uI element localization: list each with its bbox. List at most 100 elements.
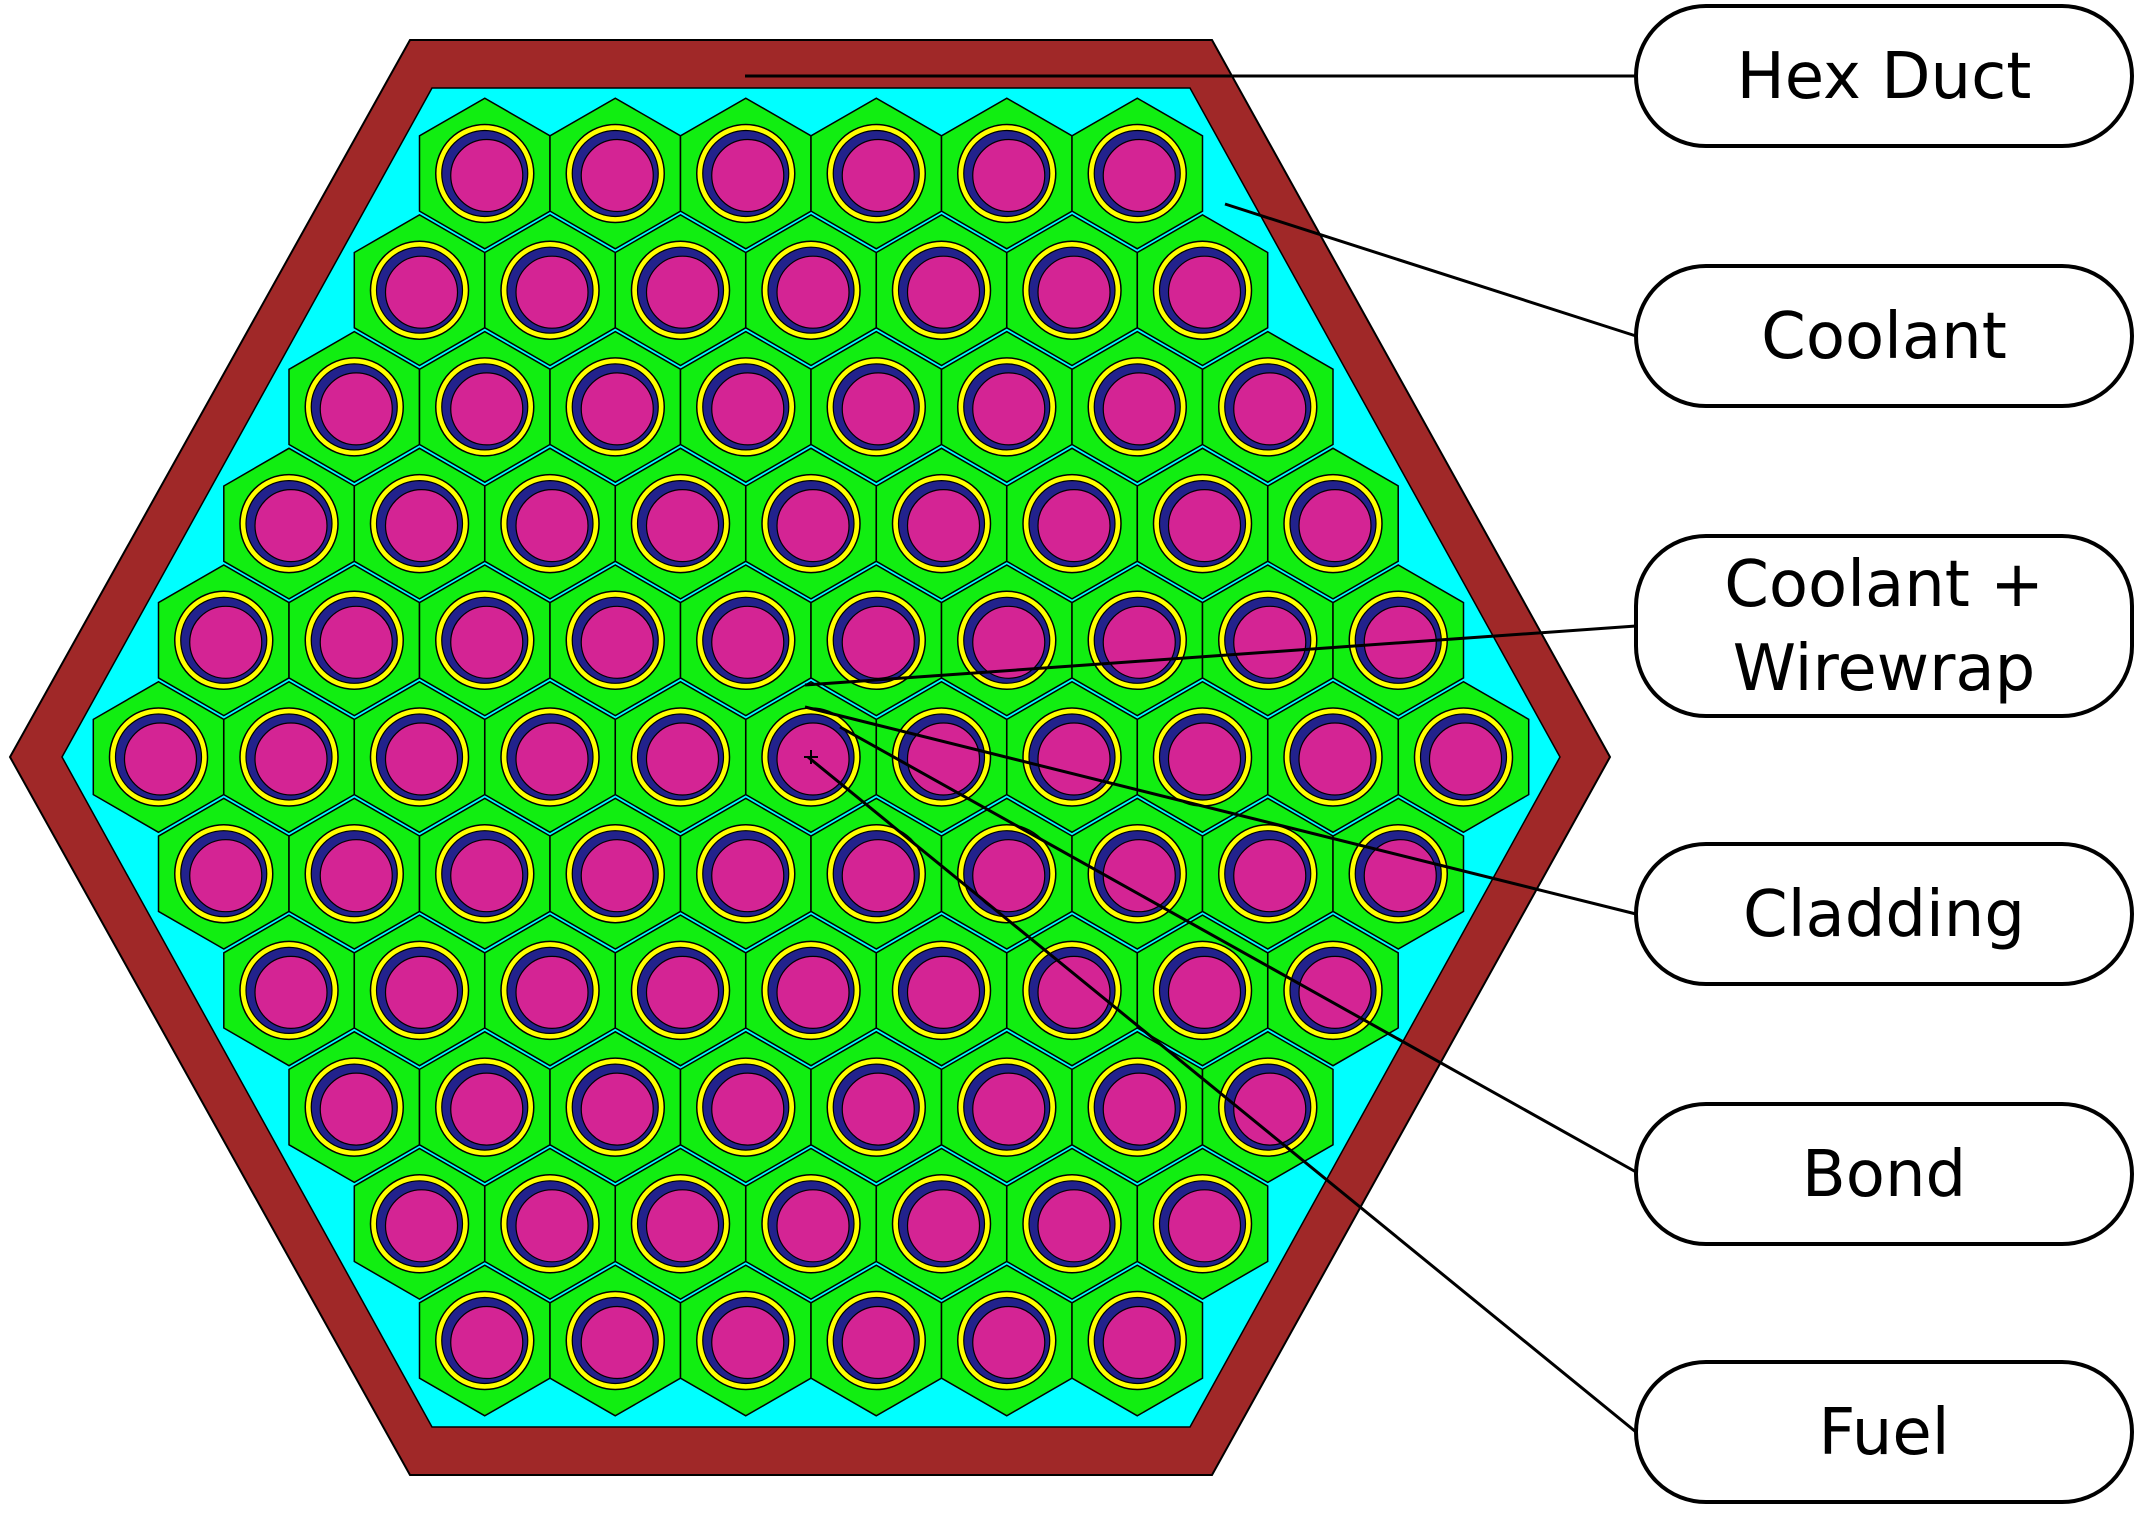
- fuel-pellet: [1037, 722, 1111, 796]
- fuel-callout-box: [1634, 1360, 2134, 1504]
- fuel-pin: [826, 1057, 926, 1157]
- coolant-wirewrap-label-line-1: Coolant +: [1724, 548, 2044, 622]
- fuel-pellet: [645, 488, 720, 563]
- fuel-pellet: [580, 605, 654, 679]
- fuel-pellet: [776, 1189, 850, 1263]
- fuel-pin: [1283, 940, 1383, 1041]
- fuel-pellet: [1037, 1189, 1111, 1263]
- fuel-pin: [174, 823, 274, 924]
- fuel-pin: [369, 940, 470, 1041]
- fuel-pin: [369, 473, 470, 574]
- fuel-pin: [1022, 1174, 1122, 1274]
- fuel-pin: [1218, 590, 1318, 691]
- fuel-pin: [369, 707, 470, 807]
- fuel-pin: [891, 940, 992, 1041]
- fuel-pin: [304, 1057, 404, 1157]
- cladding-callout-box: [1634, 842, 2134, 986]
- fuel-pin: [1087, 590, 1187, 691]
- coolant-wirewrap-callout: Coolant +Wirewrap: [1634, 534, 2134, 718]
- fuel-pin: [435, 357, 535, 457]
- fuel-pellet: [515, 488, 589, 563]
- fuel-pellet: [972, 1072, 1046, 1146]
- fuel-pellet: [384, 255, 459, 329]
- fuel-pellet: [711, 1305, 785, 1380]
- fuel-pin: [1152, 1174, 1253, 1274]
- fuel-pellet: [384, 1189, 459, 1263]
- fuel-pin: [1152, 240, 1253, 340]
- fuel-pellet: [972, 605, 1046, 679]
- fuel-pellet: [1102, 1305, 1176, 1380]
- coolant-callout: Coolant: [1634, 264, 2134, 408]
- fuel-pellet: [384, 722, 459, 796]
- fuel-pellet: [711, 605, 785, 679]
- fuel-pin: [826, 590, 926, 691]
- fuel-pin: [565, 357, 665, 457]
- fuel-label-line-1: Fuel: [1818, 1396, 1949, 1470]
- coolant-wirewrap-callout-box: [1634, 534, 2134, 718]
- cladding-label-line-1: Cladding: [1743, 878, 2025, 952]
- fuel-pellet: [1428, 722, 1503, 796]
- fuel-pellet: [1102, 1072, 1176, 1146]
- fuel-pellet: [319, 372, 393, 446]
- fuel-pellet: [776, 488, 850, 563]
- fuel-pellet: [906, 955, 981, 1030]
- leader-lines-layer: [745, 74, 1637, 1434]
- fuel-callout: Fuel: [1634, 1360, 2134, 1504]
- fuel-pin: [1087, 1290, 1187, 1391]
- fuel-pin: [891, 240, 992, 340]
- fuel-pin: [1348, 590, 1448, 691]
- fuel-pellet: [189, 605, 263, 679]
- fuel-pellet: [1102, 372, 1176, 446]
- fuel-pin: [630, 473, 731, 574]
- fuel-pin: [500, 473, 600, 574]
- fuel-pellet: [1102, 138, 1176, 213]
- bond-label-line-1: Bond: [1802, 1138, 1966, 1212]
- fuel-pellet: [450, 1305, 524, 1380]
- fuel-pin: [1152, 473, 1253, 574]
- fuel-pellet: [972, 839, 1046, 913]
- fuel-pin: [1087, 823, 1187, 924]
- fuel-pellet: [776, 722, 850, 796]
- fuel-pin: [565, 123, 665, 224]
- fuel-pin: [369, 240, 470, 340]
- coolant-callout-box: [1634, 264, 2134, 408]
- fuel-pellet: [972, 1305, 1046, 1380]
- fuel-pins-layer: [108, 123, 1514, 1391]
- fuel-pin: [1152, 940, 1253, 1041]
- fuel-pin: [304, 357, 404, 457]
- fuel-pin: [696, 1290, 796, 1391]
- fuel-pellet: [450, 372, 524, 446]
- fuel-pin: [1087, 1057, 1187, 1157]
- fuel-pellet: [841, 138, 915, 213]
- fuel-pin: [500, 707, 600, 807]
- fuel-pin: [239, 707, 339, 807]
- fuel-pin: [826, 823, 926, 924]
- fuel-pellet: [1167, 955, 1242, 1030]
- fuel-pin: [1283, 473, 1383, 574]
- fuel-pellet: [1102, 605, 1176, 679]
- fuel-pin: [1022, 473, 1122, 574]
- fuel-pin: [1022, 240, 1122, 340]
- fuel-pin: [1087, 357, 1187, 457]
- fuel-pin: [957, 123, 1057, 224]
- fuel-pellet: [254, 955, 328, 1030]
- fuel-pin: [1087, 123, 1187, 224]
- fuel-pellet: [515, 955, 589, 1030]
- fuel-pin: [761, 240, 861, 340]
- fuel-pin: [108, 707, 209, 807]
- fuel-pin: [826, 1290, 926, 1391]
- fuel-pin: [1413, 707, 1514, 807]
- fuel-pin: [761, 473, 861, 574]
- fuel-pin: [435, 123, 535, 224]
- fuel-pin: [435, 1290, 535, 1391]
- fuel-pellet: [906, 1189, 981, 1263]
- fuel-pellet: [972, 372, 1046, 446]
- fuel-pin: [957, 1290, 1057, 1391]
- fuel-pin: [565, 1290, 665, 1391]
- fuel-pin: [630, 240, 731, 340]
- cladding-callout: Cladding: [1634, 842, 2134, 986]
- fuel-pellet: [645, 255, 720, 329]
- fuel-pellet: [1298, 722, 1372, 796]
- fuel-pin: [565, 590, 665, 691]
